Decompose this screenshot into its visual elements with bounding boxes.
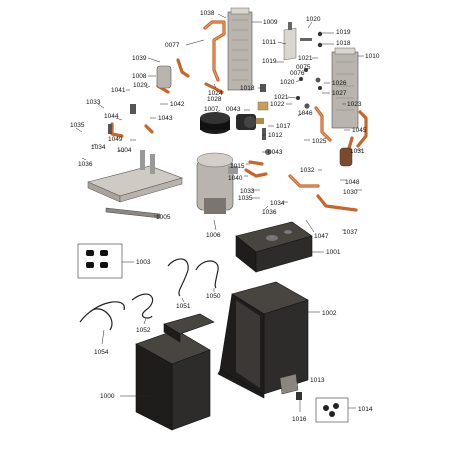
label-1019a: 1019 xyxy=(336,29,351,36)
accumulator xyxy=(339,147,353,167)
label-1021a: 1021 xyxy=(298,55,313,62)
label-1011: 1011 xyxy=(262,39,276,46)
label-1042: 1042 xyxy=(170,101,185,108)
small-fittings xyxy=(260,31,323,109)
label-1022: 1022 xyxy=(270,101,285,108)
label-1001: 1001 xyxy=(326,249,341,256)
label-1041: 1041 xyxy=(111,87,126,94)
label-1030: 1030 xyxy=(343,189,358,196)
housing-1002 xyxy=(217,281,309,399)
label-1015: 1015 xyxy=(230,163,245,170)
label-1008: 1008 xyxy=(132,73,147,80)
label-1013: 1013 xyxy=(310,377,325,384)
label-1018b: 1018 xyxy=(240,85,255,92)
label-1039: 1039 xyxy=(132,55,147,62)
pump xyxy=(236,114,264,130)
labels: 1038 1009 1020 1019 1018 0077 1011 1021 … xyxy=(70,10,380,423)
clip-1016 xyxy=(296,392,302,400)
label-1043: 1043 xyxy=(158,115,173,122)
label-0043a: 0043 xyxy=(226,106,241,113)
label-1024: 1024 xyxy=(208,90,223,97)
label-1002: 1002 xyxy=(322,310,337,317)
label-1005: 1005 xyxy=(156,214,171,221)
label-1000: 1000 xyxy=(100,393,115,400)
base-tray xyxy=(87,150,183,203)
label-1051: 1051 xyxy=(176,303,191,310)
label-0077: 0077 xyxy=(165,42,180,49)
label-1026: 1026 xyxy=(332,80,347,87)
label-1025: 1025 xyxy=(312,138,327,145)
label-1012: 1012 xyxy=(268,132,283,139)
heat-exchanger-left xyxy=(227,7,253,91)
label-1052: 1052 xyxy=(136,327,151,334)
label-1003: 1003 xyxy=(136,259,151,266)
label-1016: 1016 xyxy=(292,416,307,423)
compressor xyxy=(196,152,238,214)
fan-motor xyxy=(200,112,230,134)
rail-1005 xyxy=(105,207,161,219)
label-1049: 1049 xyxy=(108,136,123,143)
label-1038: 1038 xyxy=(200,10,215,17)
label-1021b: 1021 xyxy=(274,94,289,101)
mounting-bracket xyxy=(283,22,312,61)
label-1036b: 1036 xyxy=(262,209,277,216)
kit-box-1014 xyxy=(315,397,349,423)
label-1028: 1028 xyxy=(207,96,222,103)
label-1054: 1054 xyxy=(94,349,109,356)
label-1027: 1027 xyxy=(332,90,347,97)
label-1007: 1007 xyxy=(204,106,219,113)
label-1031: 1031 xyxy=(350,148,365,155)
label-1048: 1048 xyxy=(345,179,360,186)
label-1050: 1050 xyxy=(206,293,221,300)
label-1006: 1006 xyxy=(206,232,221,239)
filter-drier xyxy=(156,65,172,89)
top-cover-1001 xyxy=(235,221,313,273)
label-1009: 1009 xyxy=(263,19,278,26)
label-1036a: 1036 xyxy=(78,161,93,168)
sensor-parts xyxy=(108,101,271,155)
label-1040: 1040 xyxy=(228,175,243,182)
label-1020b: 1020 xyxy=(280,79,295,86)
label-1046: 1046 xyxy=(298,110,313,117)
label-1004: 1004 xyxy=(117,147,132,154)
kit-box-1003 xyxy=(77,243,123,279)
label-1034b: 1034 xyxy=(270,200,285,207)
label-1034a: 1034 xyxy=(91,144,106,151)
label-1020a: 1020 xyxy=(306,16,321,23)
label-0076: 0076 xyxy=(290,70,305,77)
label-1032: 1032 xyxy=(300,167,315,174)
label-1018a: 1018 xyxy=(336,40,351,47)
label-0043b: 0043 xyxy=(268,149,283,156)
label-1045: 1045 xyxy=(352,127,367,134)
label-1019b: 1019 xyxy=(262,58,277,65)
label-1033a: 1033 xyxy=(86,99,101,106)
label-1035b: 1035 xyxy=(238,195,253,202)
cables xyxy=(79,258,219,331)
label-1035a: 1035 xyxy=(70,122,85,129)
label-1044: 1044 xyxy=(104,113,119,120)
label-0075: 0075 xyxy=(296,64,311,71)
label-1029: 1029 xyxy=(133,82,148,89)
side-panel-1000 xyxy=(135,313,215,431)
label-1010: 1010 xyxy=(365,53,380,60)
label-1017: 1017 xyxy=(276,123,291,130)
label-1033b: 1033 xyxy=(240,188,255,195)
label-1023: 1023 xyxy=(347,101,362,108)
heat-exchanger-right xyxy=(331,47,359,129)
label-1047: 1047 xyxy=(314,233,329,240)
label-1014: 1014 xyxy=(358,406,373,413)
label-1037: 1037 xyxy=(343,229,358,236)
plate-1013 xyxy=(279,373,299,395)
